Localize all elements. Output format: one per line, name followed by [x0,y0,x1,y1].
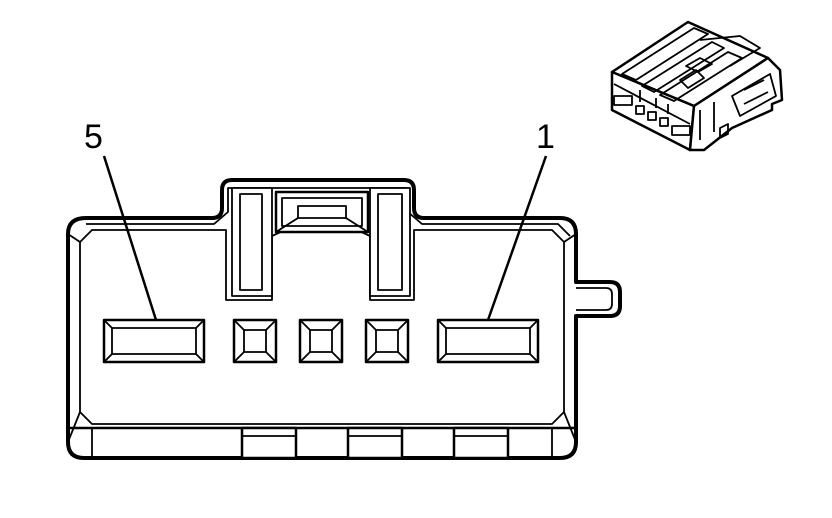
terminal-cavity-3 [298,318,344,364]
terminal-cavity-4 [232,318,278,364]
bottom-skirt [68,426,576,460]
leader-line-pin-5 [102,155,158,321]
terminal-cavity-2 [364,318,410,364]
connector-face-view: 5 1 [66,118,622,460]
connector-inner-panel [79,221,565,425]
pin-label-5: 5 [84,118,103,156]
leader-line-pin-1 [486,155,548,321]
top-latch-tab [231,187,411,297]
connector-isometric-view [610,20,784,152]
pin-label-1: 1 [536,118,555,156]
terminal-cavity-1 [436,318,540,364]
terminal-cavity-5 [102,318,206,364]
connector-body-outline [66,178,622,460]
